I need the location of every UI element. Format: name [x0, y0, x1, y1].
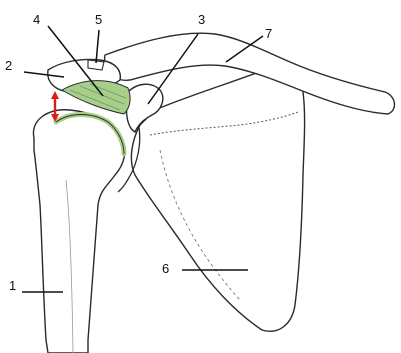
humerus — [33, 110, 124, 353]
coracoacromial-ligament — [62, 81, 130, 114]
label-6: 6 — [162, 261, 169, 276]
humerus-outline — [33, 110, 124, 353]
label-4: 4 — [33, 12, 40, 27]
leader-5 — [96, 30, 99, 63]
label-5: 5 — [95, 12, 102, 27]
label-7: 7 — [265, 26, 272, 41]
label-1: 1 — [9, 278, 16, 293]
label-2: 2 — [5, 58, 12, 73]
label-3: 3 — [198, 12, 205, 27]
